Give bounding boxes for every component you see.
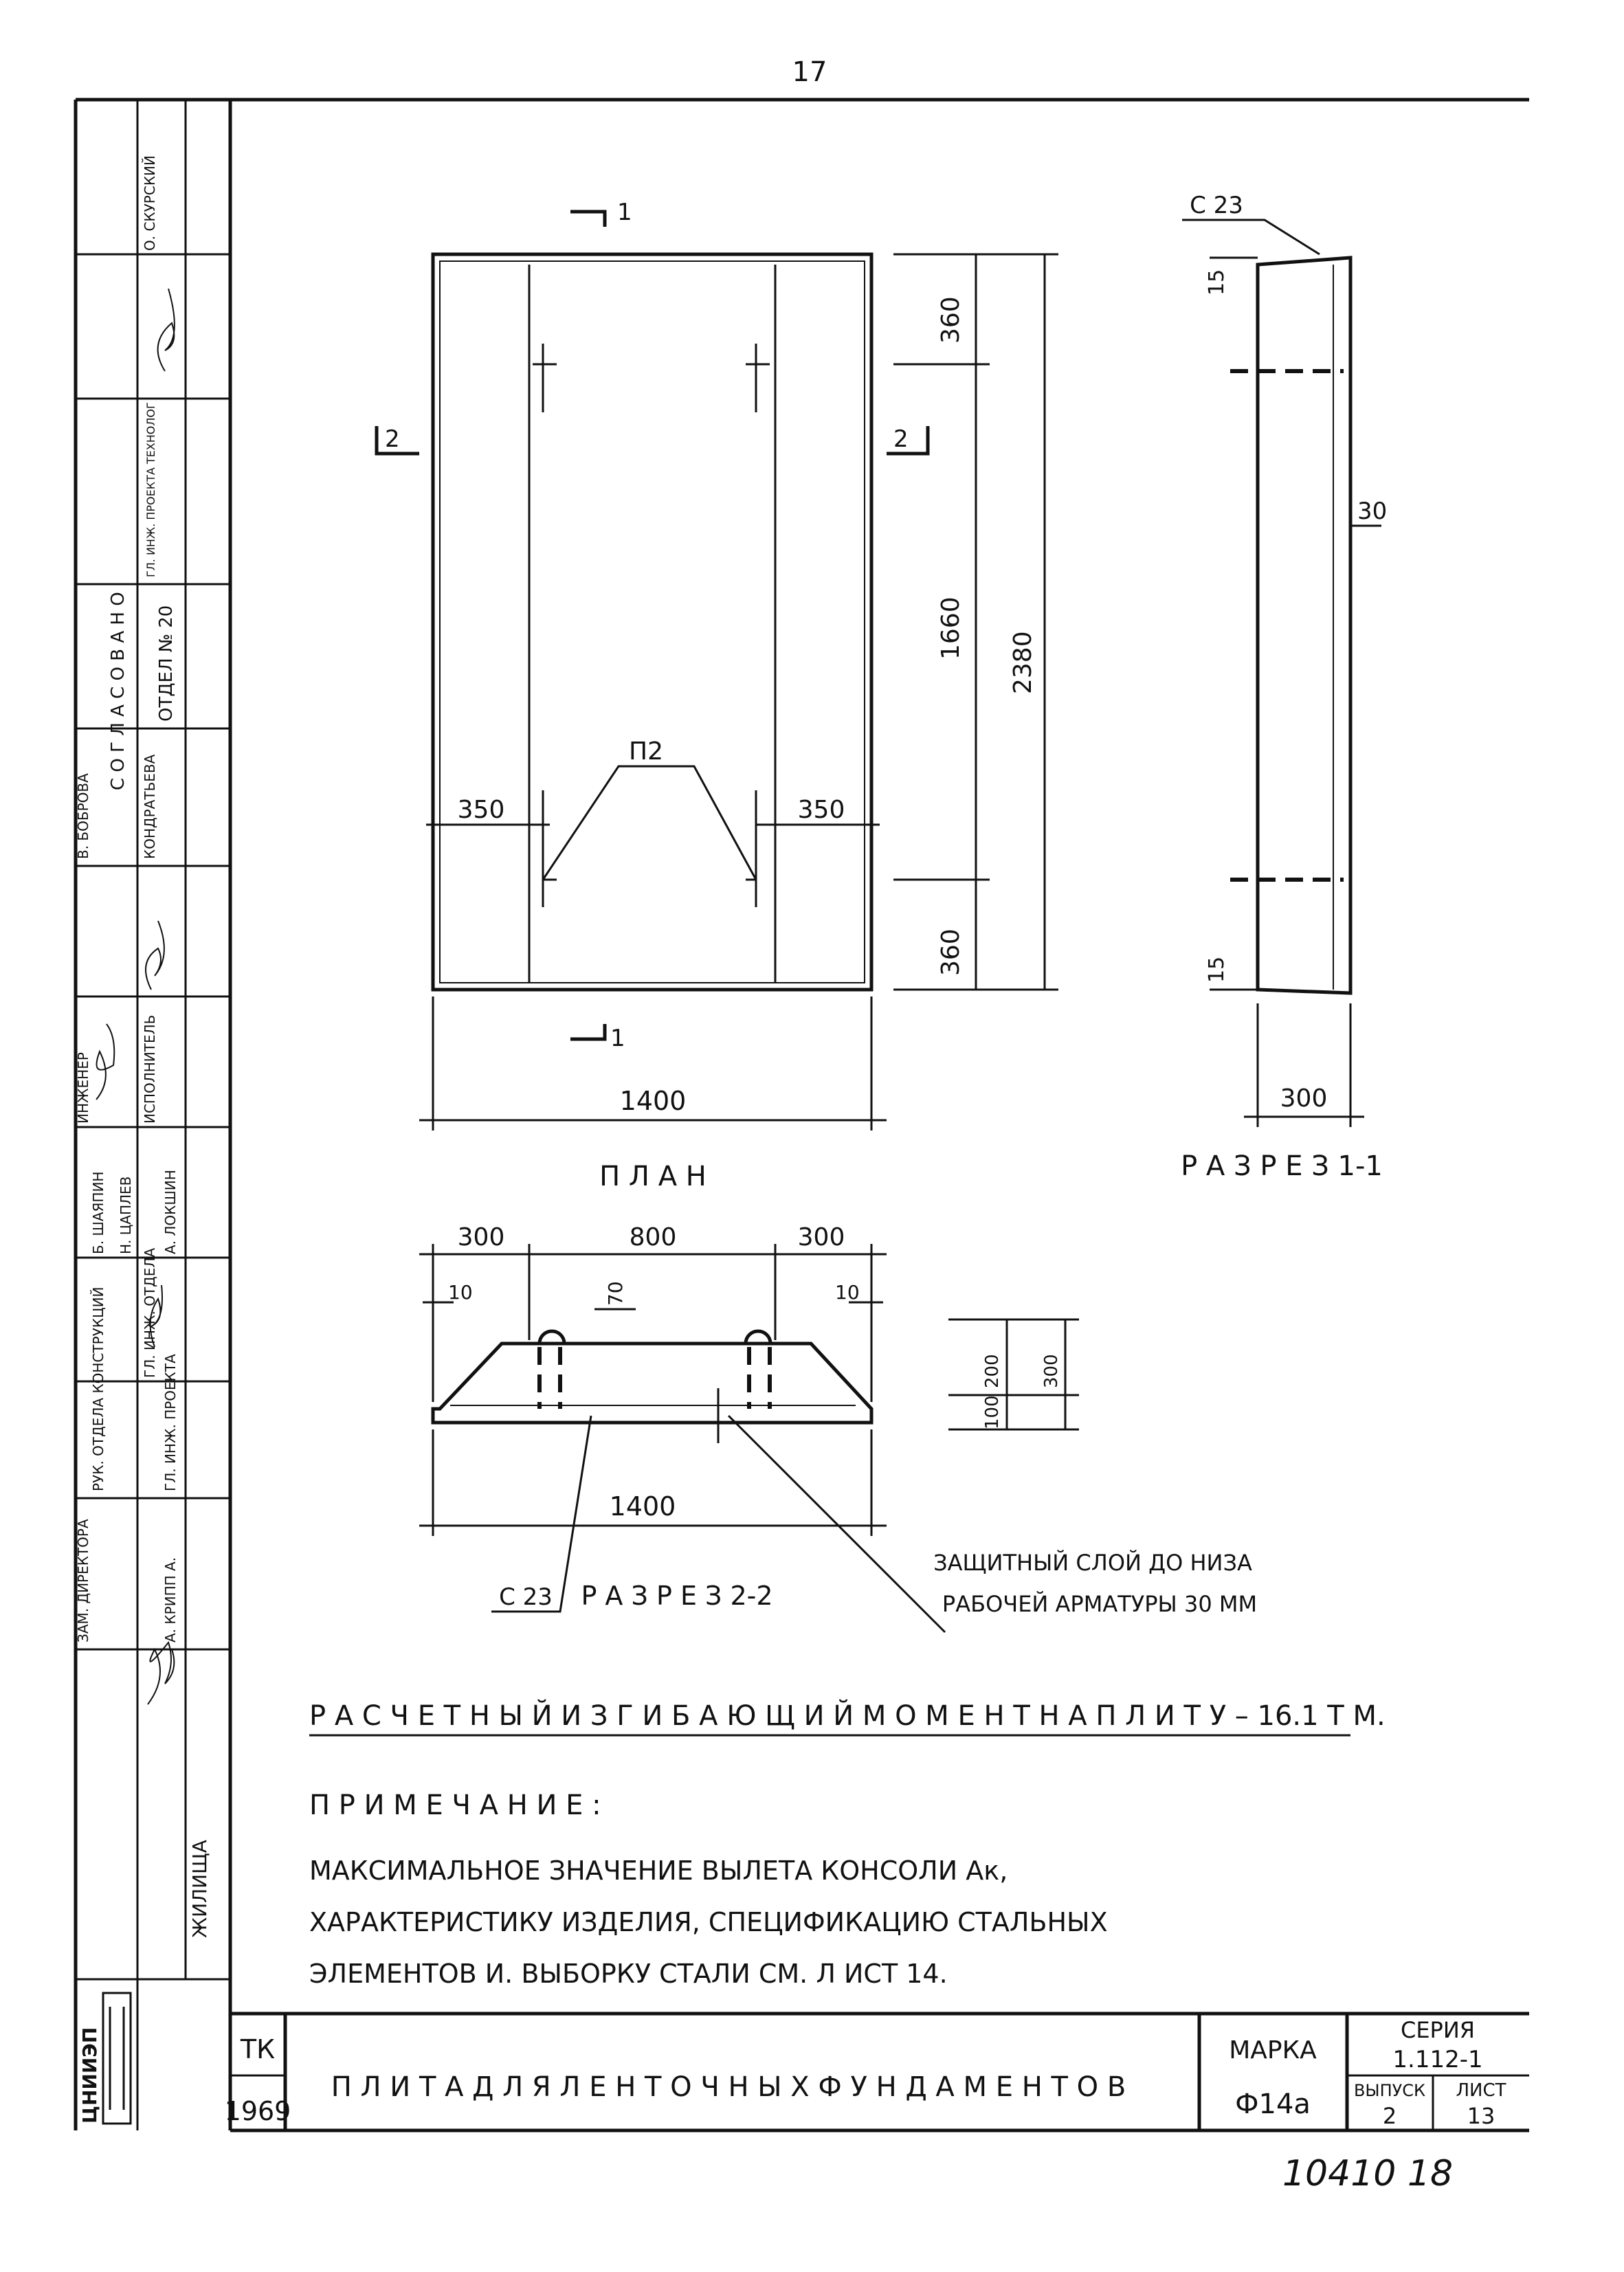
s22-edge-right: 10: [835, 1281, 860, 1304]
s22-cover-note-1: ЗАЩИТНЫЙ СЛОЙ ДО НИЗА: [933, 1550, 1252, 1576]
s22-edge-left: 10: [448, 1281, 473, 1304]
sidebar-row-6-a: ОТДЕЛ № 20: [156, 605, 177, 722]
s11-bottom-dim: 15: [1205, 957, 1229, 983]
s22-top-left: 300: [458, 1223, 505, 1251]
notes-heading: П Р И М Е Ч А Н И Е :: [309, 1790, 601, 1821]
sidebar-row-5-a: В. БОБРОВА: [75, 773, 91, 859]
notes: Р А С Ч Е Т Н Ы Й И З Г И Б А Ю Щ И Й М …: [309, 1699, 1386, 1989]
plan-part-label: П2: [629, 737, 663, 766]
agreed-label: С О Г Л А С О В А Н О: [108, 592, 129, 790]
org-name: ЦНИИЭП: [78, 2027, 101, 2124]
tb-seria-value: 1.112-1: [1392, 2046, 1482, 2073]
plan-overall-height: 2380: [1009, 631, 1037, 694]
tb-year: 1969: [225, 2096, 291, 2126]
plan-bottom-segment: 360: [937, 928, 965, 976]
signature-2: [149, 1284, 163, 1348]
cut-mark-2-right: 2: [893, 425, 909, 453]
section-1-1: С 23 15 15 30 300 Р А З Р Е З 1-1: [1181, 192, 1387, 1182]
s22-top-right: 300: [798, 1223, 845, 1251]
sidebar-row-1-b: ГЛ. ИНЖ. ПРОЕКТА: [162, 1354, 179, 1491]
org-sub: ЖИЛИЩА: [188, 1840, 211, 1938]
page-number: 17: [792, 56, 827, 88]
org-logo: ЦНИИЭП: [78, 1992, 132, 2125]
tb-title: П Л И Т А Д Л Я Л Е Н Т О Ч Н Ы Х Ф У Н …: [331, 2071, 1126, 2103]
s22-lift: 70: [604, 1281, 627, 1306]
cut-mark-1-top: 1: [617, 199, 632, 226]
plan-view: П2 350 350 1 1 2 2 360 1660 360 2380 140…: [375, 199, 1058, 1192]
notes-line-3: ЭЛЕМЕНТОВ И. ВЫБОРКУ СТАЛИ СМ. Л ИСТ 14.: [309, 1959, 948, 1989]
sidebar-row-6-b: ГЛ. ИНЖ. ПРОЕКТА ТЕХНОЛОГ: [144, 402, 157, 577]
approval-sidebar: С О Г Л А С О В А Н О ЗАМ. ДИРЕКТОРА А. …: [74, 100, 232, 2130]
sidebar-row-5-b: КОНДРАТЬЕВА: [142, 754, 158, 859]
title-block: ТК 1969 П Л И Т А Д Л Я Л Е Н Т О Ч Н Ы …: [225, 2012, 1529, 2132]
tb-code: ТК: [240, 2034, 275, 2064]
s11-side-dim: 30: [1357, 498, 1387, 525]
tb-marka-label: МАРКА: [1229, 2036, 1317, 2064]
signature-1: [147, 1640, 175, 1705]
section-2-2: 300 800 300 10 10 70 1400 С 23 Р А З Р Е…: [419, 1223, 1257, 1634]
s22-h-total: 300: [1041, 1354, 1062, 1388]
s11-rebar: С 23: [1190, 192, 1243, 219]
plan-title: П Л А Н: [599, 1161, 707, 1192]
s22-cover-note-2: РАБОЧЕЙ АРМАТУРЫ 30 ММ: [942, 1591, 1257, 1617]
s22-h-upper: 200: [982, 1354, 1003, 1388]
signature-5: [157, 288, 175, 372]
notes-line-1: МАКСИМАЛЬНОЕ ЗНАЧЕНИЕ ВЫЛЕТА КОНСОЛИ Ак,: [309, 1856, 1008, 1886]
plan-middle-segment: 1660: [937, 597, 965, 660]
tb-marka-value: Ф14а: [1235, 2089, 1311, 2120]
sidebar-row-3-a: Б. ШАЯПИН: [90, 1172, 107, 1254]
moment-note: Р А С Ч Е Т Н Ы Й И З Г И Б А Ю Щ И Й М …: [309, 1699, 1386, 1732]
handwritten-ref: 10410 18: [1282, 2153, 1453, 2194]
plan-right-offset: 350: [798, 796, 845, 824]
plan-top-segment: 360: [937, 296, 965, 344]
sidebar-row-4-b: ИСПОЛНИТЕЛЬ: [142, 1015, 158, 1124]
tb-vypusk-value: 2: [1383, 2103, 1397, 2129]
plan-width: 1400: [620, 1086, 687, 1116]
plan-left-offset: 350: [458, 796, 505, 824]
sidebar-row-7-a: О. СКУРСКИЙ: [142, 155, 158, 251]
tb-list-value: 13: [1467, 2103, 1495, 2129]
sidebar-row-2-b: Н. ЦАПЛЕВ: [118, 1177, 134, 1254]
sidebar-row-1-a: РУК. ОТДЕЛА КОНСТРУКЦИЙ: [90, 1287, 107, 1491]
cut-mark-1-bottom: 1: [610, 1025, 625, 1052]
s22-width: 1400: [610, 1491, 676, 1522]
sidebar-row-0-b: А. КРИПП А.: [162, 1557, 179, 1642]
tb-vypusk-label: ВЫПУСК: [1354, 2081, 1425, 2100]
s22-h-lower: 100: [982, 1395, 1003, 1429]
s11-top-dim: 15: [1205, 269, 1229, 296]
s22-title: Р А З Р Е З 2-2: [581, 1581, 772, 1611]
s11-title: Р А З Р Е З 1-1: [1181, 1150, 1383, 1182]
sidebar-row-4-a: ИНЖЕНЕР: [75, 1052, 91, 1124]
notes-line-2: ХАРАКТЕРИСТИКУ ИЗДЕЛИЯ, СПЕЦИФИКАЦИЮ СТА…: [309, 1907, 1108, 1937]
sidebar-row-2-a: ГЛ. ИНЖ. ОТДЕЛА: [142, 1248, 158, 1378]
sidebar-row-3-b: А. ЛОКШИН: [162, 1170, 179, 1254]
cut-mark-2-left: 2: [385, 425, 400, 453]
s11-width: 300: [1280, 1084, 1328, 1113]
s22-rebar: С 23: [499, 1583, 553, 1611]
signature-3: [96, 1023, 115, 1100]
s22-top-middle: 800: [630, 1223, 677, 1251]
sidebar-row-0-a: ЗАМ. ДИРЕКТОРА: [75, 1519, 91, 1642]
signature-4: [145, 920, 165, 990]
tb-list-label: ЛИСТ: [1456, 2080, 1506, 2101]
tb-seria-label: СЕРИЯ: [1401, 2017, 1475, 2043]
